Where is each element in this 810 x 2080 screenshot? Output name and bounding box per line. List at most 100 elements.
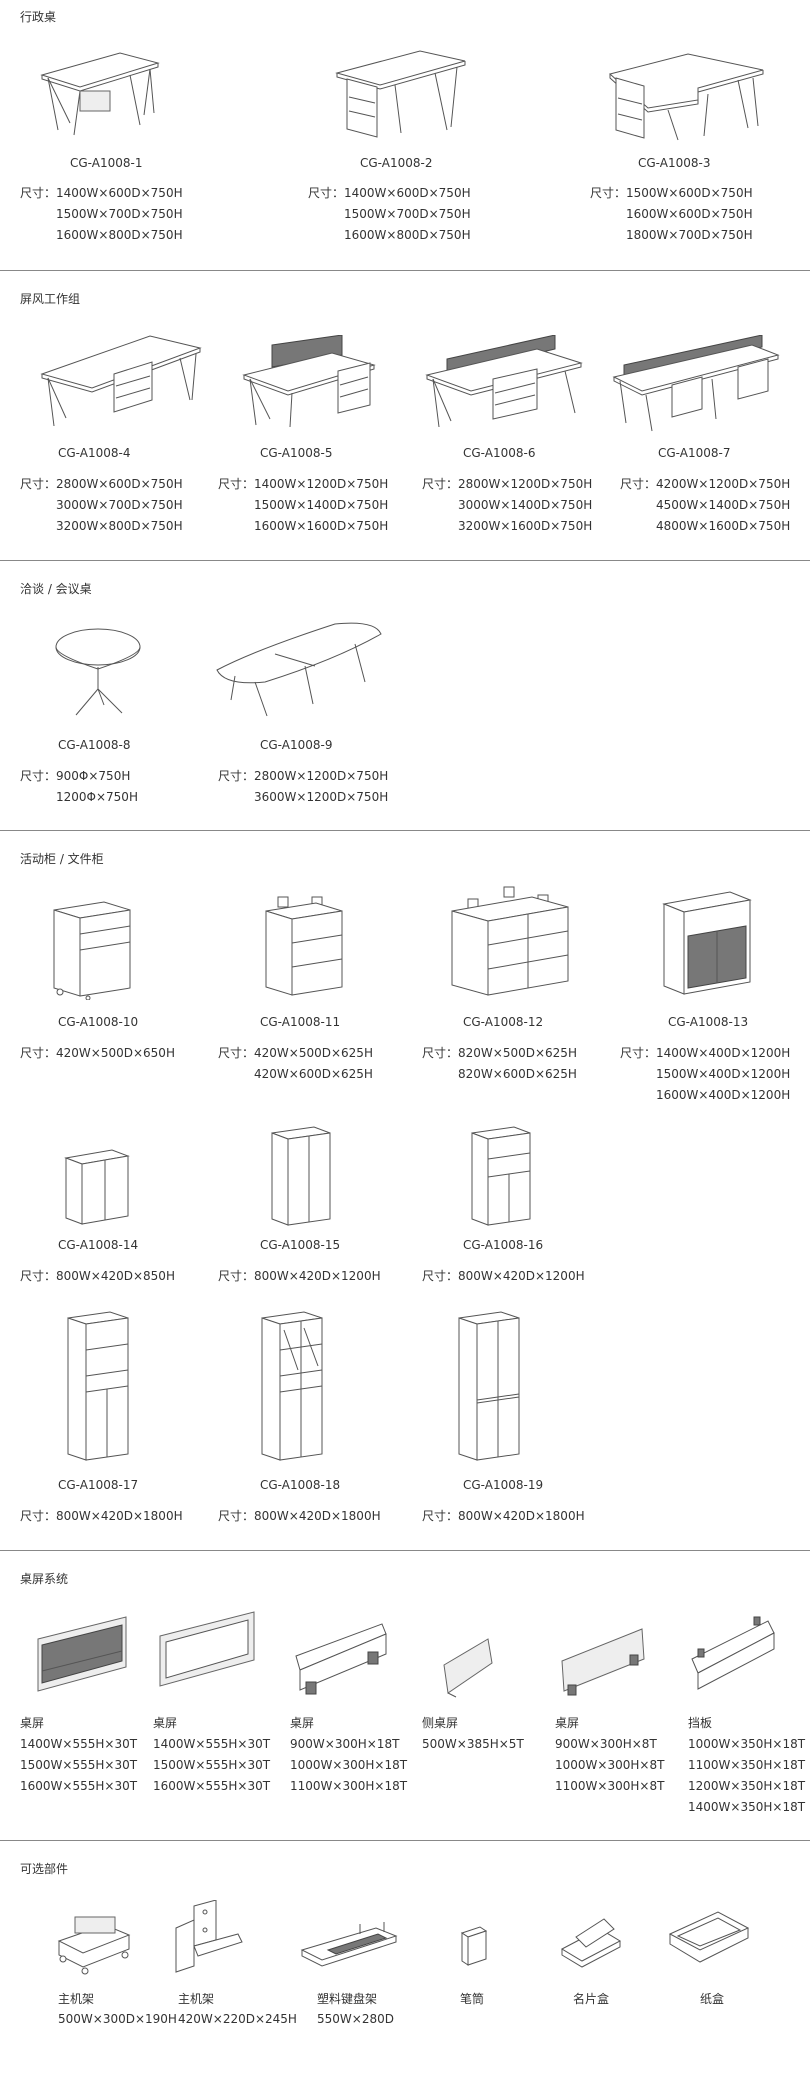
glass-door-cabinet-illustration [261,1311,323,1461]
product-specs: 尺寸：2800W×600D×750H 3000W×700D×750H 3200W… [20,474,183,537]
size-value: 500W×385H×5T [422,1737,524,1751]
divider [0,560,810,561]
size-label: 尺寸： [422,1046,459,1060]
size-value: 1600W×555H×30T [153,1779,271,1793]
product-code: CG-A1008-10 [58,1015,139,1029]
product-specs: 尺寸：800W×420D×1800H [20,1506,183,1527]
accessory-name: 笔筒 [460,1992,485,2006]
size-label: 尺寸： [218,1509,255,1523]
product-specs: 尺寸：1400W×400D×1200H 1500W×400D×1200H 160… [620,1043,790,1106]
l-shaped-desk-illustration [608,53,764,141]
accessory-name: 塑料键盘架 [317,1992,378,2006]
size-value: 820W×600D×625H [458,1067,577,1081]
product-specs: 尺寸：4200W×1200D×750H 4500W×1400D×750H 480… [620,474,790,537]
size-value: 1500W×1400D×750H [254,498,389,512]
product-code: CG-A1008-18 [260,1478,341,1492]
section-title-screen: 屏风工作组 [20,292,81,306]
product-code: CG-A1008-14 [58,1238,139,1252]
product-code: CG-A1008-4 [58,446,131,460]
product-specs: 尺寸：420W×500D×650H [20,1043,175,1064]
section-title-optional: 可选部件 [20,1862,69,1876]
size-value: 4500W×1400D×750H [656,498,791,512]
section-title-cabinet: 活动柜 / 文件柜 [20,852,104,866]
size-label: 尺寸： [422,1509,459,1523]
product-code: CG-A1008-8 [58,738,131,752]
workstation-illustration [612,335,780,432]
accessory-size: 550W×280D [317,2012,394,2026]
keyboard-tray-illustration [300,1922,398,1967]
product-specs: 尺寸：820W×500D×625H 820W×600D×625H [422,1043,577,1085]
size-value: 800W×420D×1800H [254,1509,381,1523]
size-value: 3000W×1400D×750H [458,498,593,512]
divider [0,1840,810,1841]
size-value: 3000W×700D×750H [56,498,183,512]
size-value: 3200W×800D×750H [56,519,183,533]
size-value: 900W×300H×18T [290,1737,400,1751]
product-specs: 尺寸：900Φ×750H 1200Φ×750H [20,766,138,808]
baffle-illustration [691,1616,775,1690]
divider [0,270,810,271]
size-label: 尺寸： [20,186,57,200]
product-specs: 尺寸：2800W×1200D×750H 3000W×1400D×750H 320… [422,474,592,537]
desk-screen-illustration [159,1611,255,1687]
size-label: 尺寸： [590,186,627,200]
size-value: 3200W×1600D×750H [458,519,593,533]
workstation-illustration [40,335,202,427]
size-label: 尺寸： [620,1046,657,1060]
screen-specs: 桌屏 900W×300H×18T 1000W×300H×18T 1100W×30… [290,1713,407,1797]
accessory-name: 名片盒 [573,1992,610,2006]
size-value: 1400W×555H×30T [20,1737,138,1751]
size-label: 尺寸： [218,1046,255,1060]
size-value: 1600W×800D×750H [56,228,183,242]
size-value: 1600W×400D×1200H [656,1088,791,1102]
size-value: 1600W×600D×750H [626,207,753,221]
workstation-illustration [425,335,583,428]
screen-name: 桌屏 [153,1716,178,1730]
screen-name: 侧桌屏 [422,1716,459,1730]
screen-name: 挡板 [688,1716,713,1730]
side-screen-illustration [443,1638,493,1698]
product-specs: 尺寸：1400W×600D×750H 1500W×700D×750H 1600W… [308,183,471,246]
size-value: 1500W×400D×1200H [656,1067,791,1081]
accessory-name: 主机架 [178,1992,215,2006]
size-value: 1400W×350H×18T [688,1800,806,1814]
accessory-size: 500W×300D×190H [58,2012,177,2026]
desk-screen-illustration [295,1623,387,1695]
product-code: CG-A1008-13 [668,1015,749,1029]
size-value: 1600W×800D×750H [344,228,471,242]
size-value: 1800W×700D×750H [626,228,753,242]
size-value: 1500W×600D×750H [626,186,753,200]
product-specs: 尺寸：800W×420D×850H [20,1266,175,1287]
size-value: 1400W×600D×750H [56,186,183,200]
tall-cabinet-illustration [67,1311,129,1461]
size-value: 1000W×350H×18T [688,1737,806,1751]
cpu-holder-illustration [175,1900,243,1973]
product-specs: 尺寸：800W×420D×1200H [422,1266,585,1287]
size-value: 1400W×1200D×750H [254,477,389,491]
size-value: 1400W×400D×1200H [656,1046,791,1060]
size-value: 800W×420D×1200H [254,1269,381,1283]
screen-name: 桌屏 [290,1716,315,1730]
product-code: CG-A1008-6 [463,446,536,460]
size-label: 尺寸： [20,1046,57,1060]
size-label: 尺寸： [218,477,255,491]
size-value: 1100W×350H×18T [688,1758,806,1772]
size-value: 2800W×1200D×750H [254,769,389,783]
product-specs: 尺寸：2800W×1200D×750H 3600W×1200D×750H [218,766,388,808]
product-code: CG-A1008-15 [260,1238,341,1252]
product-specs: 尺寸：800W×420D×1200H [218,1266,381,1287]
size-value: 1600W×1600D×750H [254,519,389,533]
card-box-illustration [560,1918,622,1968]
size-value: 1500W×555H×30T [153,1758,271,1772]
size-label: 尺寸： [20,1509,57,1523]
product-code: CG-A1008-5 [260,446,333,460]
size-value: 1100W×300H×8T [555,1779,665,1793]
size-value: 1500W×700D×750H [56,207,183,221]
product-specs: 尺寸：1400W×1200D×750H 1500W×1400D×750H 160… [218,474,388,537]
size-value: 3600W×1200D×750H [254,790,389,804]
product-specs: 尺寸：800W×420D×1800H [218,1506,381,1527]
size-value: 1600W×555H×30T [20,1779,138,1793]
conference-table-illustration [216,622,382,717]
product-code: CG-A1008-16 [463,1238,544,1252]
paper-tray-illustration [668,1911,750,1963]
